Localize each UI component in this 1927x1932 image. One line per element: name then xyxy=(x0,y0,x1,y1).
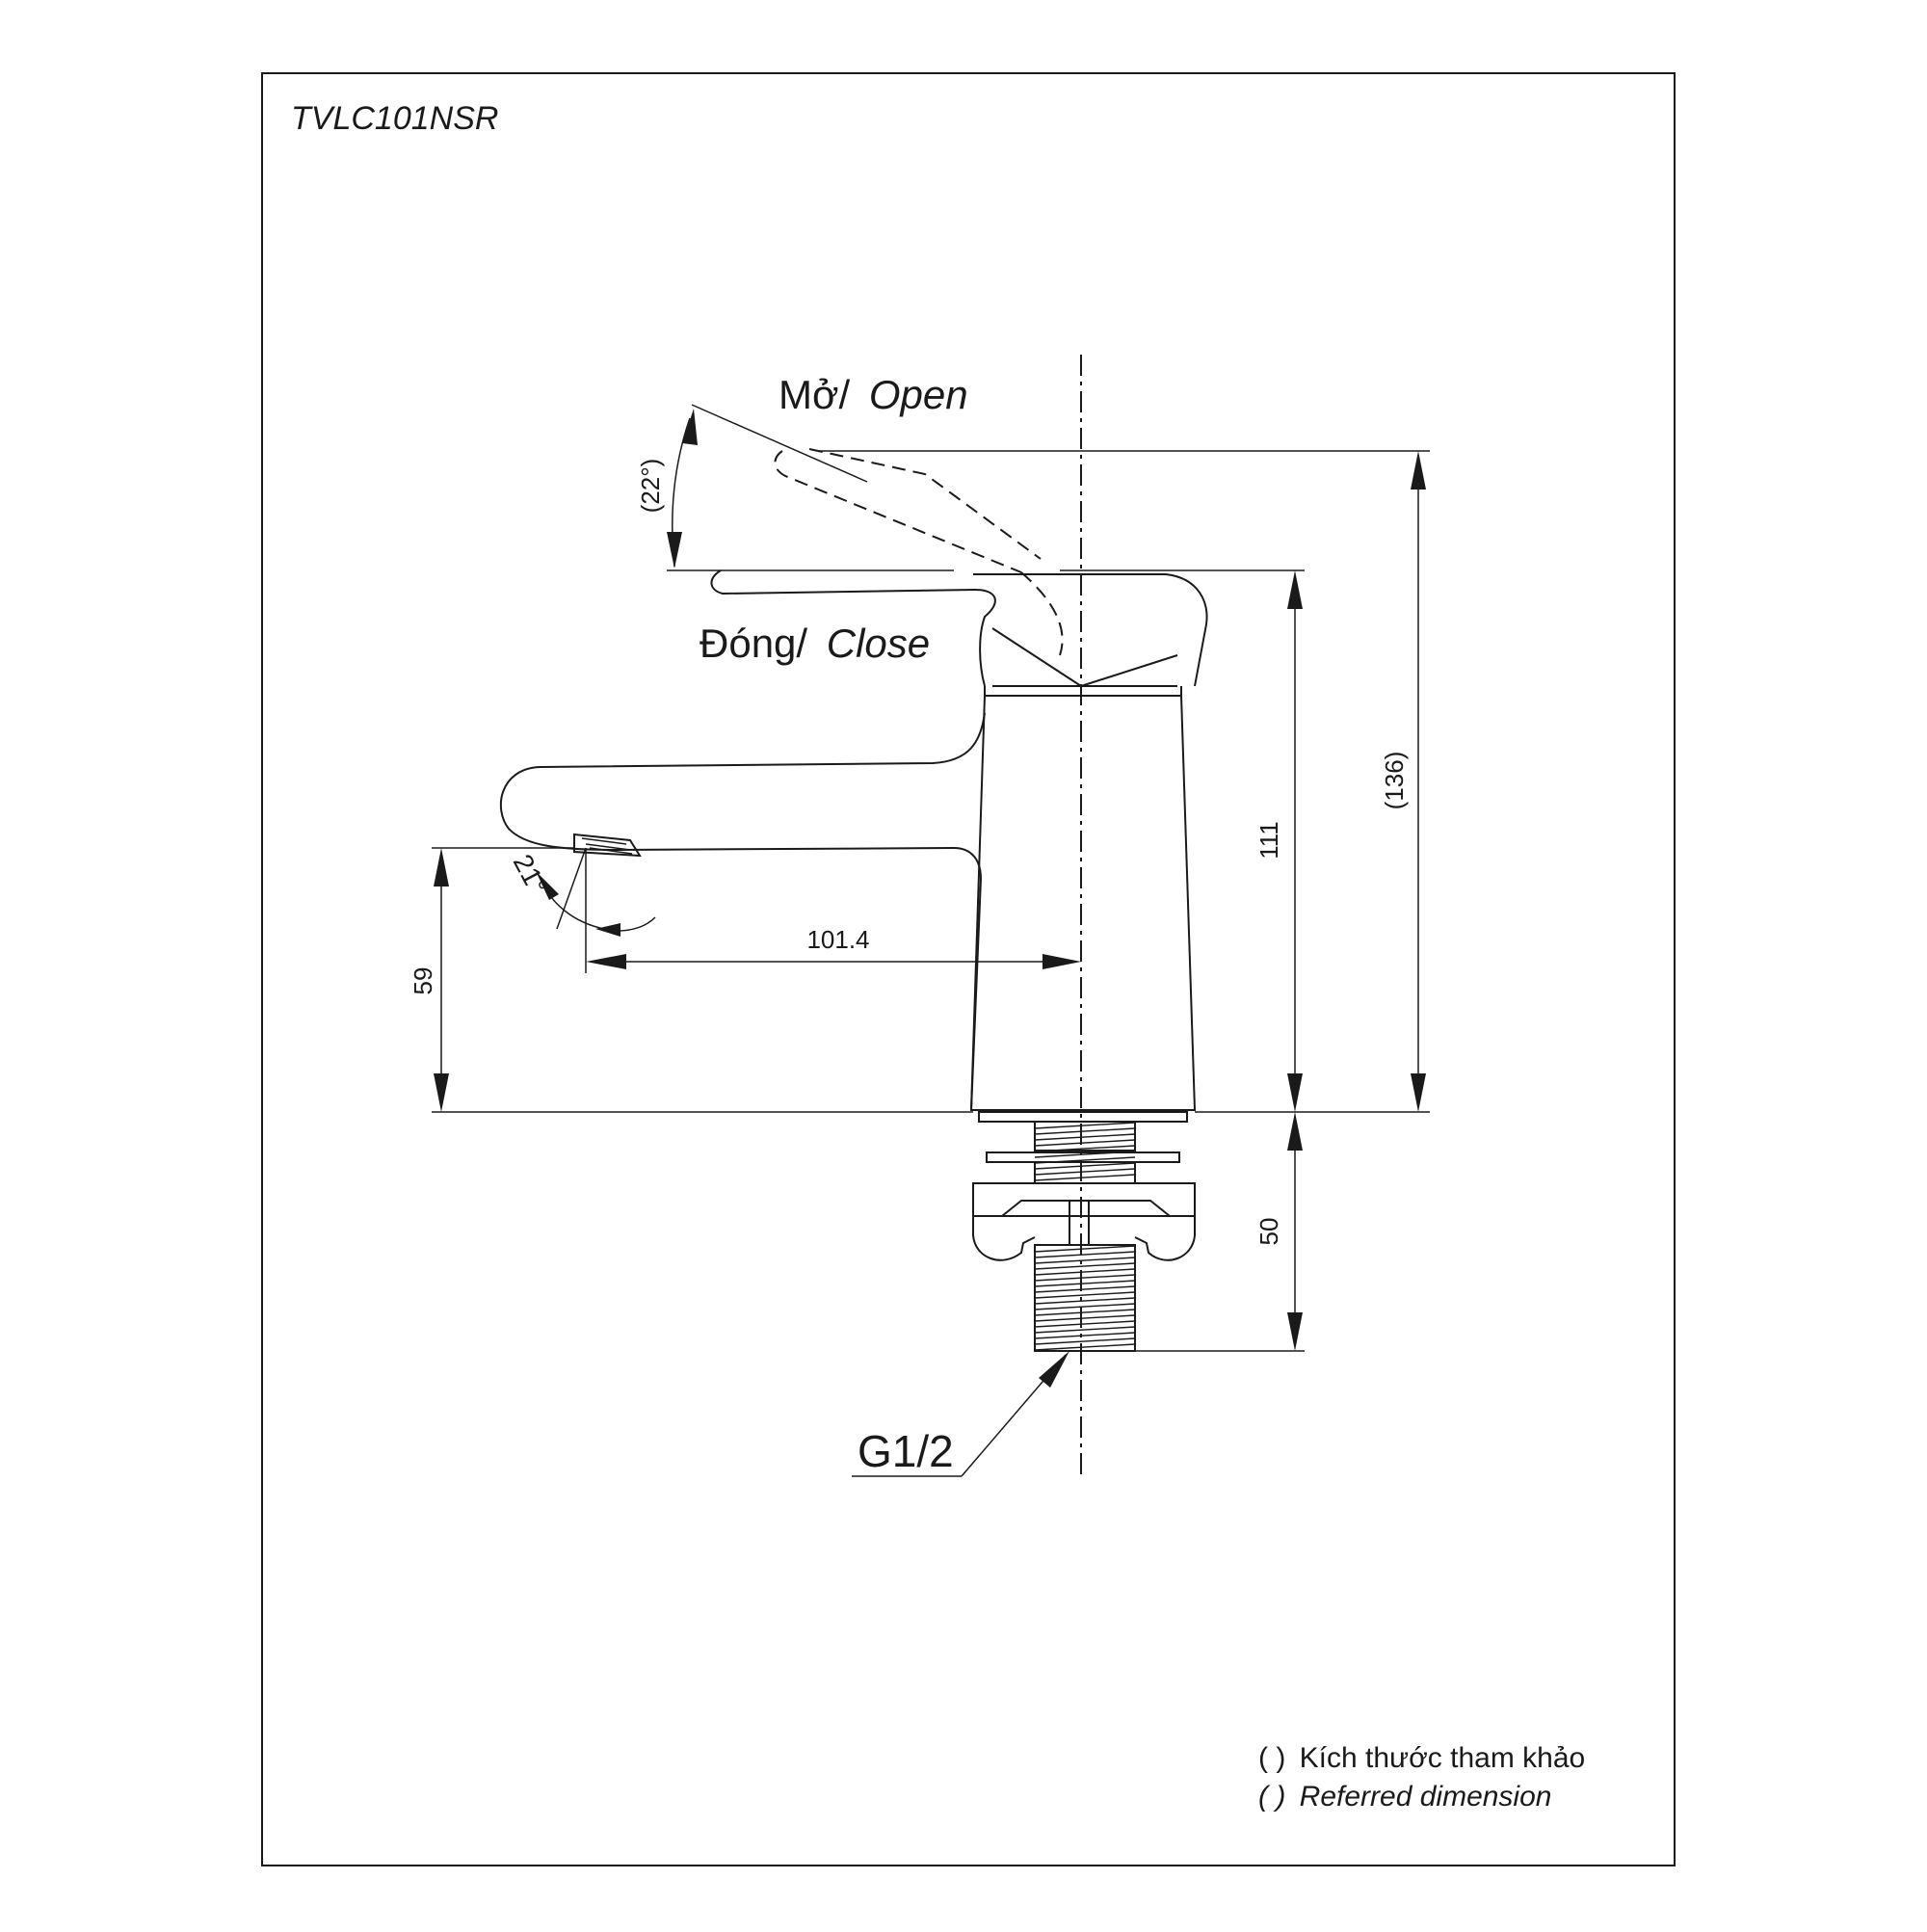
shank-assembly xyxy=(972,1111,1196,1352)
thread-line xyxy=(1034,1133,1136,1141)
dim-shank-length: 50 xyxy=(1254,1218,1283,1246)
dimension-spout-angle: 21° xyxy=(508,847,656,937)
legend-text-vi: Kích thước tham khảo xyxy=(1300,1742,1586,1774)
thread-line xyxy=(1034,1332,1136,1339)
thread-line xyxy=(1034,1280,1136,1287)
legend-text-en: Referred dimension xyxy=(1300,1781,1552,1813)
thread-line xyxy=(1034,1303,1136,1310)
dimension-shank-length: 50 xyxy=(1135,1112,1305,1352)
thread-line xyxy=(1034,1314,1136,1322)
dim-spout-height: 59 xyxy=(409,967,437,995)
dimension-spout-height: 59 xyxy=(409,847,973,1113)
faucet-body xyxy=(499,685,1197,1111)
dimension-total-height: (136) xyxy=(819,450,1430,1112)
thread-line xyxy=(1034,1257,1136,1264)
thread-line xyxy=(1034,1309,1136,1316)
dimension-lever-angle: (22°) xyxy=(636,404,954,571)
thread-callout: G1/2 xyxy=(852,1351,1069,1477)
legend-line-1: ( ) Kích thước tham khảo xyxy=(1258,1742,1585,1774)
thread-line xyxy=(1034,1127,1136,1135)
thread-spec-label: G1/2 xyxy=(858,1426,954,1476)
legend-paren-1: ( ) xyxy=(1258,1742,1285,1774)
thread-line xyxy=(1034,1274,1136,1282)
open-label: Mở/ Open xyxy=(779,372,968,417)
thread-line xyxy=(1034,1122,1136,1129)
thread-line xyxy=(1034,1174,1136,1181)
legend-line-2: ( ) Referred dimension xyxy=(1258,1781,1551,1813)
open-label-vi: Mở/ xyxy=(779,372,851,417)
dimension-body-height: 111 xyxy=(1060,569,1430,1113)
thread-line xyxy=(1034,1268,1136,1276)
close-label-vi: Đóng/ xyxy=(700,621,807,666)
thread-line xyxy=(1034,1245,1136,1253)
dim-body-height: 111 xyxy=(1254,821,1283,860)
thread-line xyxy=(1034,1145,1136,1152)
handle-open xyxy=(774,448,1064,656)
dim-total-height: (136) xyxy=(1380,752,1409,810)
thread-line xyxy=(1034,1343,1136,1351)
thread-line xyxy=(1034,1337,1136,1345)
close-label: Đóng/ Close xyxy=(700,621,930,666)
close-label-en: Close xyxy=(827,621,930,666)
thread-line xyxy=(1034,1297,1136,1305)
dim-lever-angle: (22°) xyxy=(636,459,665,514)
thread-line xyxy=(1034,1285,1136,1293)
thread-line xyxy=(1034,1162,1136,1170)
thread-line xyxy=(1034,1251,1136,1258)
thread-line xyxy=(1034,1320,1136,1328)
thread-line xyxy=(1034,1168,1136,1176)
thread-line xyxy=(1034,1262,1136,1270)
thread-line xyxy=(1034,1156,1136,1164)
dimension-spout-reach: 101.4 xyxy=(585,848,1081,973)
thread-line xyxy=(1034,1291,1136,1299)
model-code: TVLC101NSR xyxy=(291,100,498,137)
open-label-en: Open xyxy=(869,372,968,417)
handle-closed xyxy=(710,569,1208,688)
dim-spout-reach: 101.4 xyxy=(806,925,869,954)
thread-line xyxy=(1034,1139,1136,1147)
thread-line xyxy=(1034,1326,1136,1334)
legend-paren-2: ( ) xyxy=(1258,1781,1285,1813)
drawing-frame xyxy=(261,72,1676,1866)
legend: ( ) Kích thước tham khảo ( ) Referred di… xyxy=(1258,1742,1585,1813)
thread-line xyxy=(1034,1151,1136,1158)
